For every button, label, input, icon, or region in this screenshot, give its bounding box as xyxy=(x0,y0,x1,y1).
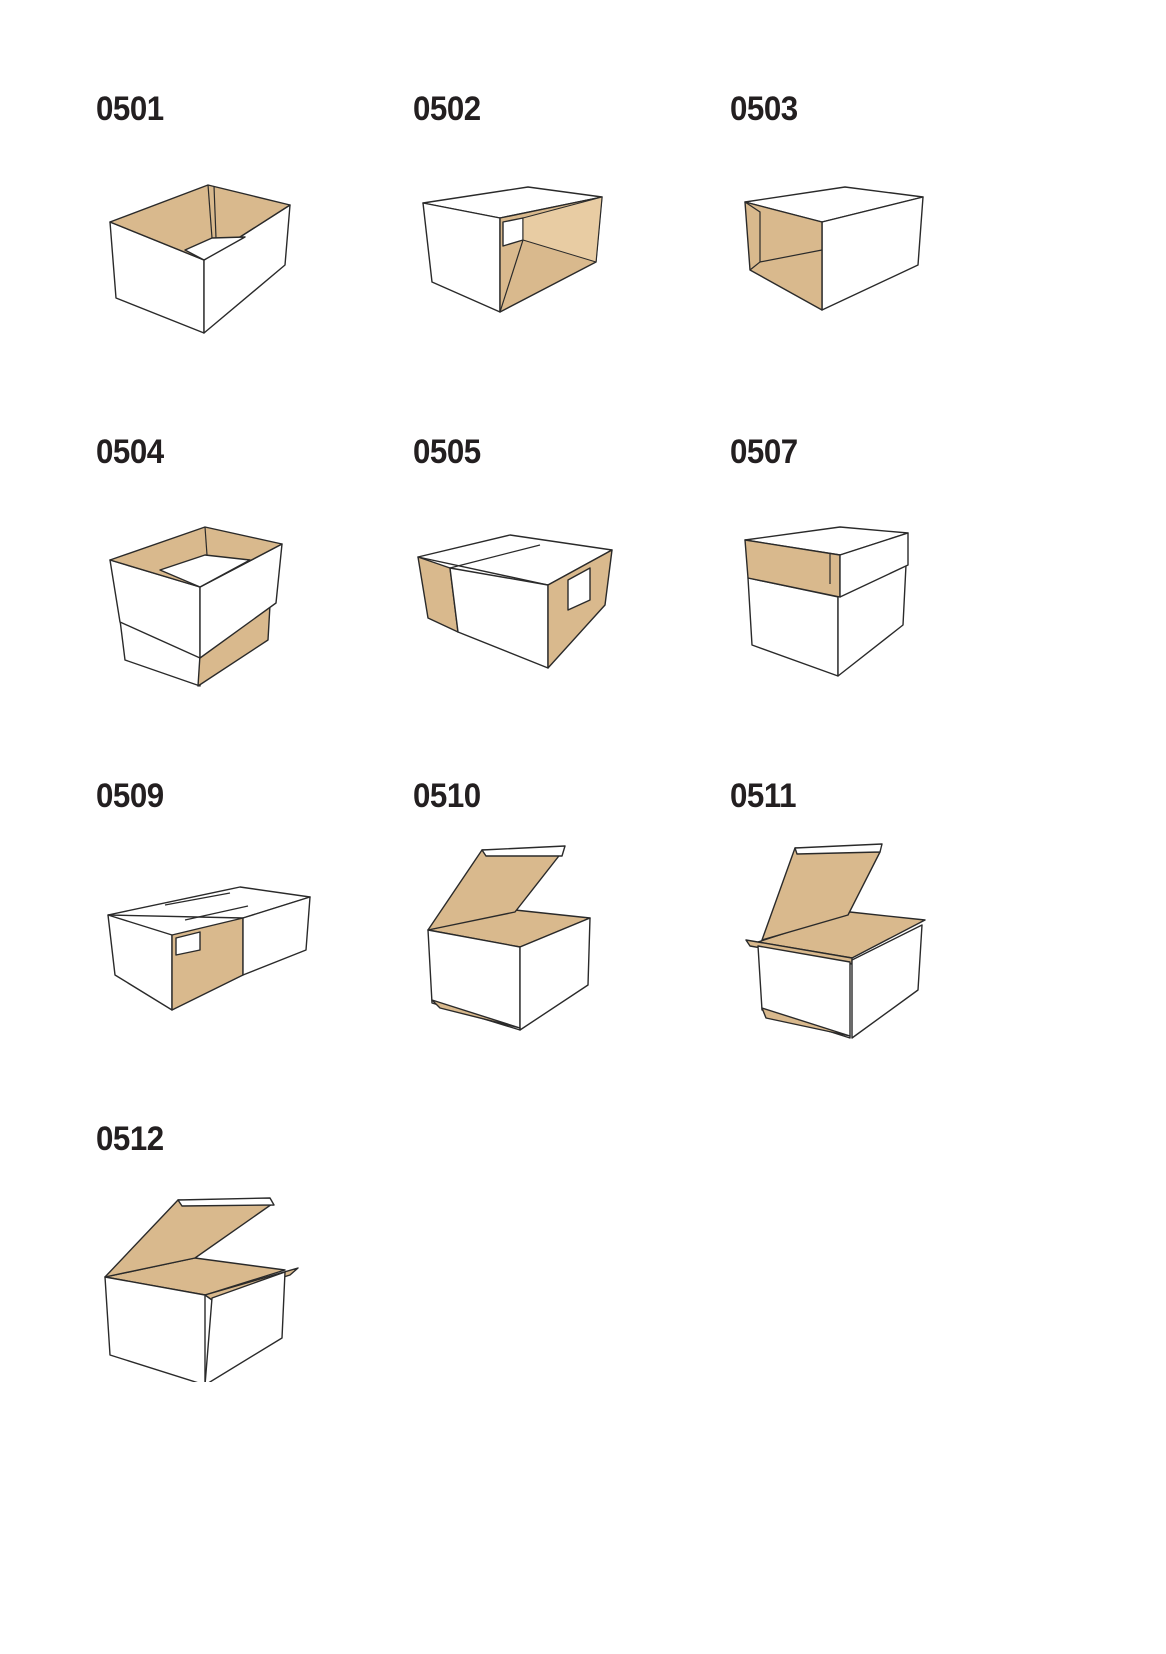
box-code: 0511 xyxy=(730,777,797,815)
box-0509-illustration xyxy=(107,886,311,1011)
box-item-0502: 0502 xyxy=(413,92,713,392)
box-code: 0505 xyxy=(413,433,481,471)
box-item-0512: 0512 xyxy=(96,1122,396,1422)
box-item-0504: 0504 xyxy=(96,435,396,735)
box-0510-illustration xyxy=(427,845,591,1031)
box-item-0503: 0503 xyxy=(730,92,1030,392)
box-item-0511: 0511 xyxy=(730,779,1030,1079)
box-item-0507: 0507 xyxy=(730,435,1030,735)
box-code: 0502 xyxy=(413,90,481,128)
box-item-0510: 0510 xyxy=(413,779,713,1079)
box-code: 0512 xyxy=(96,1120,164,1158)
box-0512-illustration xyxy=(104,1197,299,1382)
box-code: 0509 xyxy=(96,777,164,815)
box-code: 0503 xyxy=(730,90,798,128)
box-0503-illustration xyxy=(744,186,924,311)
box-code: 0504 xyxy=(96,433,164,471)
box-0501-illustration xyxy=(109,184,291,334)
box-0502-illustration xyxy=(422,186,603,313)
box-code: 0501 xyxy=(96,90,164,128)
box-item-0505: 0505 xyxy=(413,435,713,735)
box-0511-illustration xyxy=(745,843,926,1039)
box-code: 0507 xyxy=(730,433,798,471)
box-0504-illustration xyxy=(109,526,283,687)
box-code: 0510 xyxy=(413,777,481,815)
box-item-0509: 0509 xyxy=(96,779,396,1079)
box-0505-illustration xyxy=(417,534,613,669)
box-0507-illustration xyxy=(744,526,909,677)
box-item-0501: 0501 xyxy=(96,92,396,392)
